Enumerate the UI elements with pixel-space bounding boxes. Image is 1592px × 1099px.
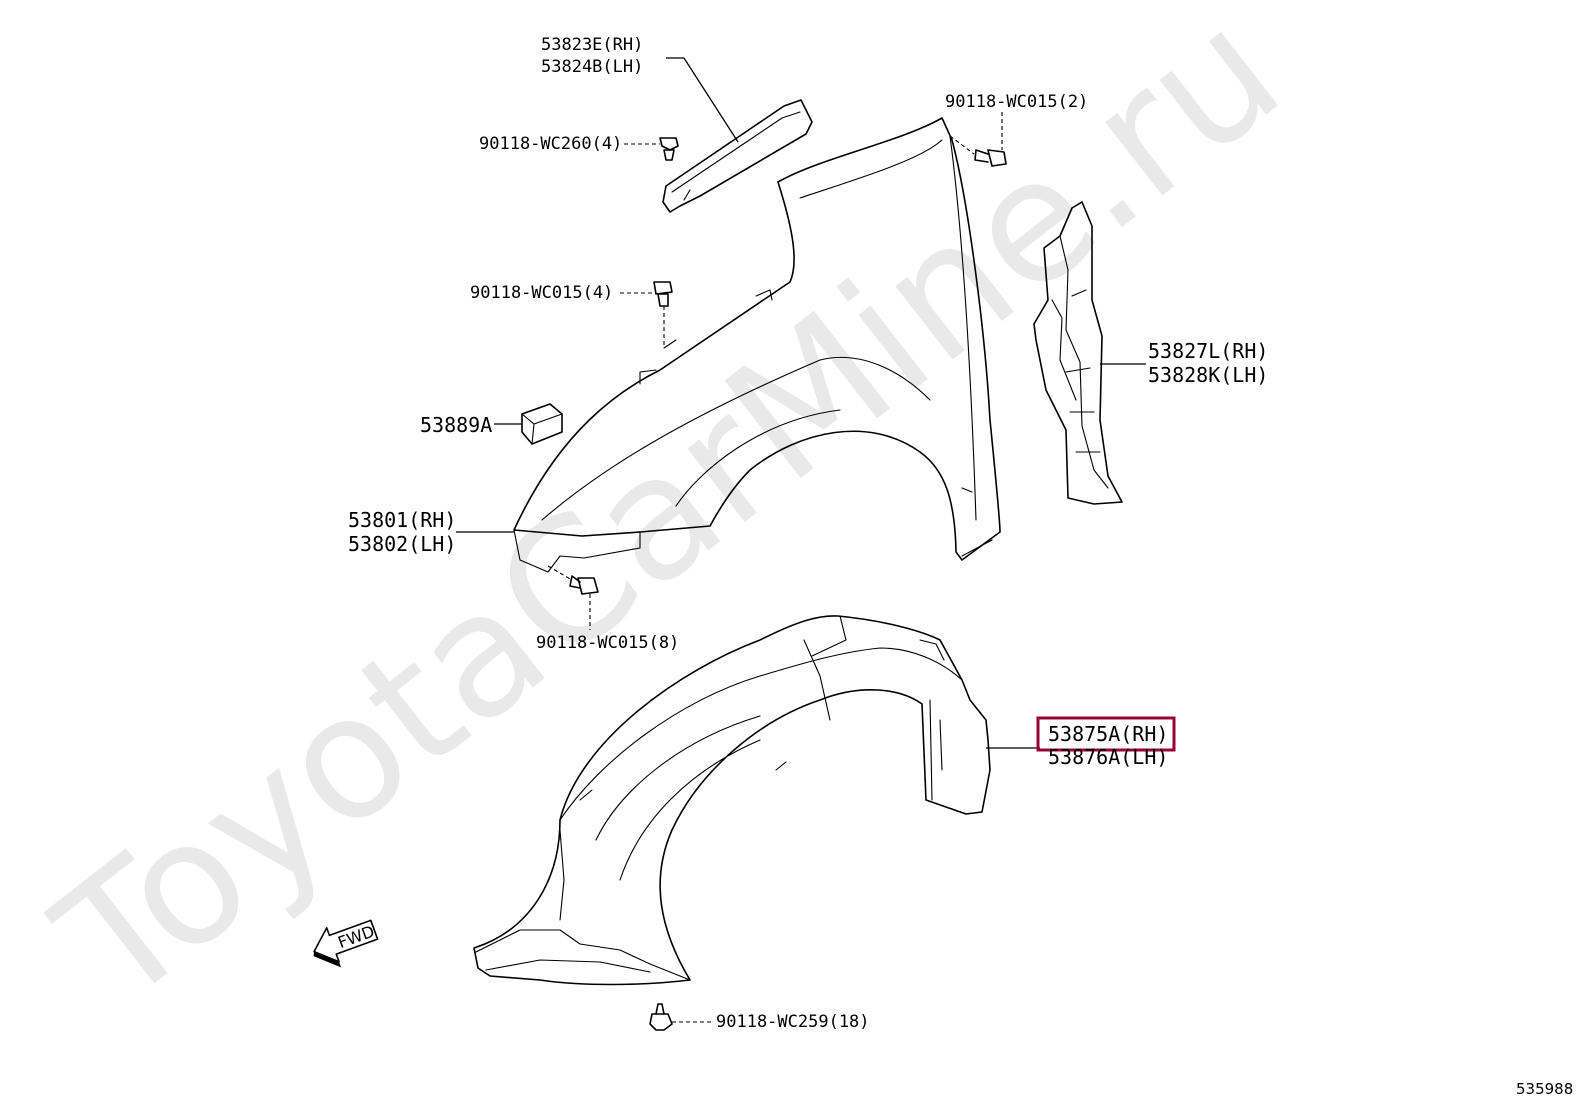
- fender-liner[interactable]: [473, 615, 991, 986]
- label-bolt-wc015-8: 90118-WC015(8): [536, 633, 679, 653]
- label-liner-lh: 53876A(LH): [1048, 745, 1168, 769]
- label-bolt-wc015-2: 90118-WC015(2): [945, 92, 1088, 112]
- label-pillar-seal-lh: 53828K(LH): [1148, 363, 1268, 387]
- label-clip-wc260: 90118-WC260(4): [479, 134, 622, 154]
- leader-bolt-wc015-8-b: [547, 565, 573, 581]
- bolt-wc015-2-icon[interactable]: [974, 149, 1007, 167]
- label-fender-lh: 53802(LH): [348, 532, 456, 556]
- pillar-seal[interactable]: [1033, 201, 1123, 505]
- leader-cowl-seal: [666, 57, 739, 143]
- image-number: 535988: [1516, 1080, 1573, 1098]
- label-spacer: 53889A: [420, 413, 492, 437]
- label-cowl-seal-rh: 53823E(RH): [541, 35, 643, 55]
- highlight-box-liner-rh: [1036, 716, 1176, 752]
- clip-wc260-icon[interactable]: [659, 137, 679, 161]
- bolt-wc015-4-icon[interactable]: [653, 281, 673, 307]
- front-fender[interactable]: [513, 117, 1001, 573]
- watermark: ToyotaCarMine.ru: [23, 0, 1316, 1043]
- fender-spacer[interactable]: [521, 403, 563, 445]
- fwd-arrow-icon: FWD: [313, 919, 379, 968]
- clip-wc259-icon[interactable]: [649, 1003, 673, 1031]
- label-clip-wc259: 90118-WC259(18): [716, 1012, 870, 1032]
- leader-bolt-wc015-2-b: [949, 135, 975, 155]
- label-fender-rh: 53801(RH): [348, 508, 456, 532]
- label-cowl-seal-lh: 53824B(LH): [541, 57, 643, 77]
- cowl-side-seal[interactable]: [662, 99, 813, 213]
- label-pillar-seal-rh: 53827L(RH): [1148, 339, 1268, 363]
- bolt-wc015-8-icon[interactable]: [569, 575, 599, 595]
- label-liner-rh[interactable]: 53875A(RH): [1048, 722, 1168, 746]
- label-bolt-wc015-4: 90118-WC015(4): [470, 283, 613, 303]
